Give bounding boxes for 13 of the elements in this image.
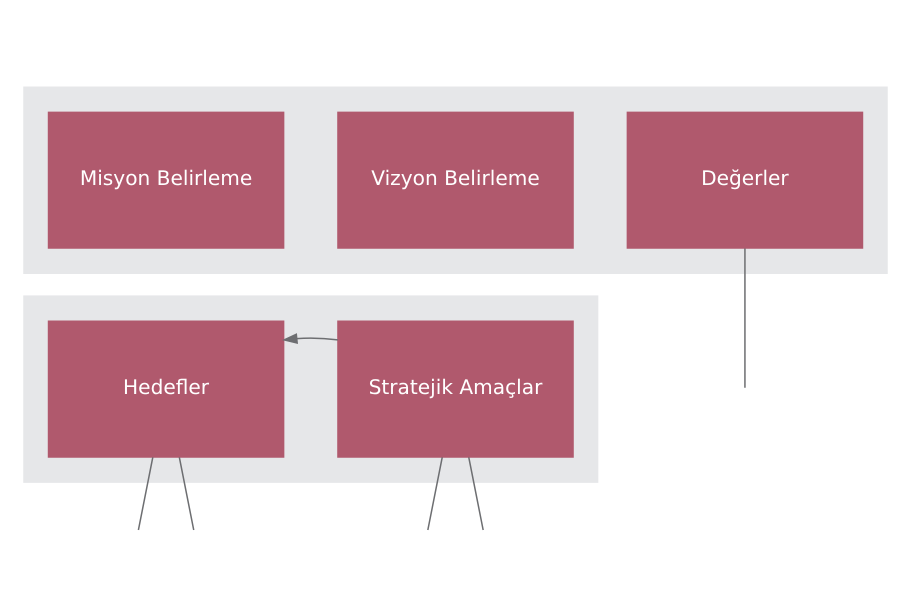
cluster — [23, 86, 888, 274]
node-box: Değerler — [626, 112, 864, 249]
node-box: Vizyon Belirleme — [337, 112, 574, 249]
node-box: Stratejik Amaçlar — [337, 320, 574, 458]
connector — [178, 457, 194, 530]
connector — [468, 457, 484, 530]
arrow — [282, 333, 338, 344]
connector — [427, 457, 443, 530]
node-box: Hedefler — [48, 320, 284, 458]
connector — [744, 248, 746, 388]
cluster — [23, 295, 598, 483]
node-box: Misyon Belirleme — [48, 112, 284, 249]
connector — [138, 457, 154, 530]
